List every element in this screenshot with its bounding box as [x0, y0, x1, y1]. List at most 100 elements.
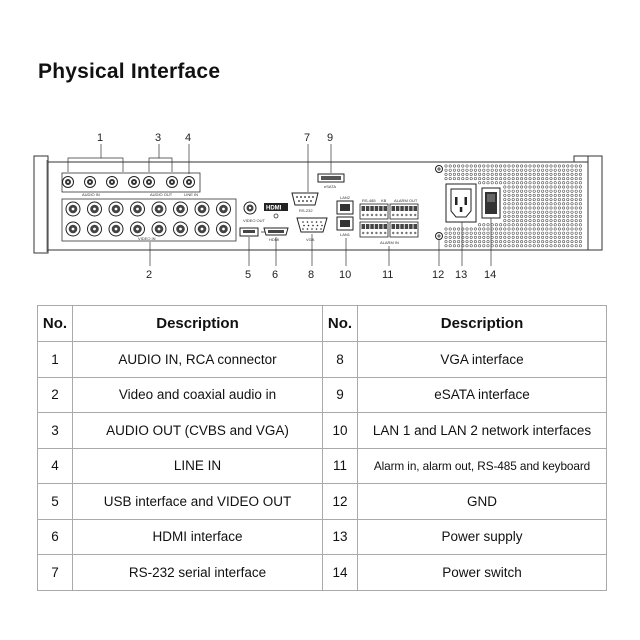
rca-jack	[128, 176, 140, 188]
row-number: 9	[322, 376, 358, 413]
video-in-block: VIDEO IN	[61, 198, 237, 242]
callout-7: 7	[304, 132, 310, 144]
row-description: HDMI interface	[72, 518, 323, 555]
usb-port	[239, 227, 267, 237]
rca-jack	[143, 176, 155, 188]
terminal-block	[359, 221, 389, 238]
row-description: LINE IN	[72, 447, 323, 484]
gnd-terminal	[435, 165, 443, 240]
bnc-connector	[216, 221, 231, 237]
row-description: RS-232 serial interface	[72, 554, 323, 591]
audio-out-panel-label: AUDIO OUT	[150, 192, 173, 197]
alarm-out-panel-label: ALARM OUT	[394, 198, 418, 203]
row-number: 4	[37, 447, 73, 484]
table-row: 1 AUDIO IN, RCA connector 8 VGA interfac…	[37, 341, 607, 378]
rca-jack	[62, 176, 74, 188]
row-number: 10	[322, 412, 358, 449]
header-description-right: Description	[357, 305, 607, 342]
chassis	[33, 155, 603, 254]
page-title: Physical Interface	[38, 60, 221, 83]
bnc-connector	[87, 201, 102, 217]
callout-numbers: 1 3 4 7 9 2 5 6 8 10 11 12 13 14	[97, 132, 496, 281]
rca-jack	[183, 176, 195, 188]
ventilation-grid	[444, 164, 582, 248]
lan1-panel-label: LAN1	[340, 232, 351, 237]
bnc-connector	[194, 201, 210, 217]
row-number: 1	[37, 341, 73, 378]
power-switch	[481, 187, 501, 219]
table-row: 4 LINE IN 11 Alarm in, alarm out, RS-485…	[37, 447, 607, 484]
row-number: 2	[37, 376, 73, 413]
audio-strip: AUDIO IN AUDIO OUT LINE IN	[61, 172, 201, 197]
line-in-panel-label: LINE IN	[184, 192, 198, 197]
row-description: GND	[357, 483, 607, 520]
callout-12: 12	[432, 269, 444, 281]
callout-1: 1	[97, 132, 103, 144]
bnc-connector	[108, 201, 124, 217]
bnc-connector	[65, 201, 81, 217]
callout-11: 11	[382, 269, 393, 281]
table-row: 2 Video and coaxial audio in 9 eSATA int…	[37, 376, 607, 413]
row-number: 5	[37, 483, 73, 520]
bnc-connector	[216, 201, 231, 217]
callout-6: 6	[272, 269, 278, 281]
kb-panel-label: KB	[381, 198, 387, 203]
alarm-terminal-blocks: RS-485 KB ALARM OUT ALARM IN	[359, 198, 419, 245]
callout-10: 10	[339, 269, 351, 281]
callout-5: 5	[245, 269, 251, 281]
table-row: 5 USB interface and VIDEO OUT 12 GND	[37, 483, 607, 520]
row-description: VGA interface	[357, 341, 607, 378]
header-no-right: No.	[322, 305, 358, 342]
terminal-block	[389, 203, 419, 220]
esata-panel-label: eSATA	[324, 184, 336, 189]
row-number: 12	[322, 483, 358, 520]
table-header-row: No. Description No. Description	[37, 305, 607, 342]
row-description: Power supply	[357, 518, 607, 555]
bnc-connector	[151, 221, 167, 237]
row-description: AUDIO OUT (CVBS and VGA)	[72, 412, 323, 449]
bnc-connector	[87, 221, 102, 237]
callout-13: 13	[455, 269, 467, 281]
row-number: 8	[322, 341, 358, 378]
lan-ports: LAN2 LAN1	[336, 195, 354, 237]
esata-port: eSATA	[317, 173, 345, 189]
terminal-block	[389, 221, 419, 238]
row-number: 7	[37, 554, 73, 591]
row-number: 11	[322, 447, 358, 484]
header-description-left: Description	[72, 305, 323, 342]
callout-9: 9	[327, 132, 333, 144]
rca-jack	[106, 176, 118, 188]
rs485-panel-label: RS-485	[362, 198, 376, 203]
bnc-connector	[130, 221, 145, 237]
rear-panel-diagram: AUDIO IN AUDIO OUT LINE IN VIDEO IN VIDE…	[33, 132, 603, 281]
vga-panel-label: VGA	[306, 237, 315, 242]
callout-8: 8	[308, 269, 314, 281]
row-description: Video and coaxial audio in	[72, 376, 323, 413]
table-row: 7 RS-232 serial interface 14 Power switc…	[37, 554, 607, 591]
row-number: 3	[37, 412, 73, 449]
table-row: 6 HDMI interface 13 Power supply	[37, 518, 607, 555]
rca-jack	[166, 176, 178, 188]
vga-port: VGA	[296, 217, 328, 242]
row-description: eSATA interface	[357, 376, 607, 413]
rca-jack	[84, 176, 96, 188]
row-description: AUDIO IN, RCA connector	[72, 341, 323, 378]
bnc-connector	[151, 201, 167, 217]
lan2-panel-label: LAN2	[340, 195, 351, 200]
row-description: Power switch	[357, 554, 607, 591]
bnc-connector	[65, 221, 81, 237]
row-description: USB interface and VIDEO OUT	[72, 483, 323, 520]
interface-table: No. Description No. Description 1 AUDIO …	[37, 305, 607, 591]
rs232-panel-label: RS-232	[299, 208, 313, 213]
row-number: 6	[37, 518, 73, 555]
bnc-connector	[173, 221, 188, 237]
callout-14: 14	[484, 269, 496, 281]
row-description: LAN 1 and LAN 2 network interfaces	[357, 412, 607, 449]
header-no-left: No.	[37, 305, 73, 342]
video-in-panel-label: VIDEO IN	[138, 236, 156, 241]
callout-4: 4	[185, 132, 191, 144]
table-row: 3 AUDIO OUT (CVBS and VGA) 10 LAN 1 and …	[37, 412, 607, 449]
hdmi-port: HDMI HDMI	[263, 203, 289, 242]
hdmi-panel-label: HDMI	[269, 237, 279, 242]
bnc-connector	[173, 201, 188, 217]
